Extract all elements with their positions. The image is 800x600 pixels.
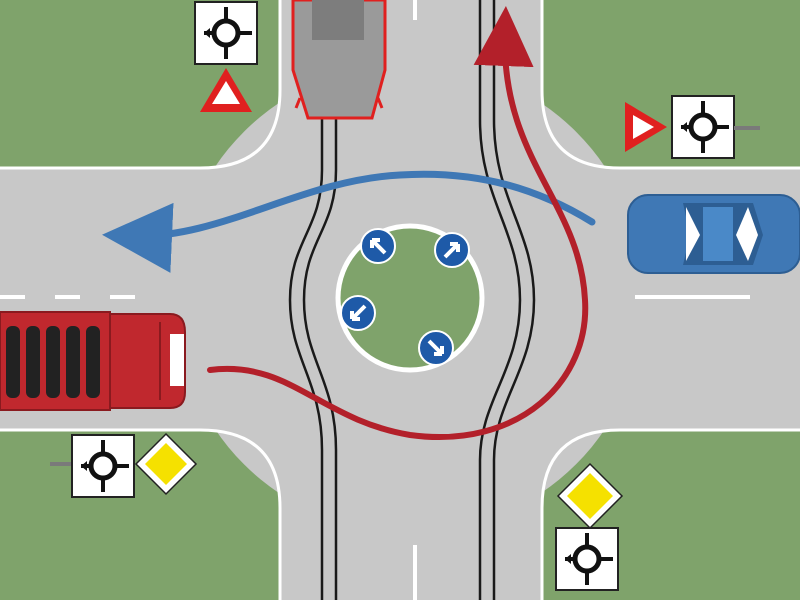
red-truck-path [207,6,589,440]
direction-arrow-icon [360,228,396,264]
tram [291,0,387,120]
roundabout-direction-sign-bottom-left [72,435,134,497]
direction-arrow-icon [340,295,376,331]
direction-arrow-icon [434,232,470,268]
red-truck [0,311,186,411]
give-way-sign-right [625,102,667,152]
give-way-sign-top [200,68,252,112]
priority-road-sign-bottom-right [556,462,624,530]
blue-car [627,194,800,274]
lane-markings [0,0,750,600]
roundabout-direction-sign-right [672,96,734,158]
roundabout-direction-sign-bottom-right [556,528,618,590]
island-direction-signs [340,228,470,366]
direction-arrow-icon [418,330,454,366]
roundabout-direction-sign-top [195,2,257,64]
blue-car-path [102,170,596,273]
priority-road-sign-bottom-left [134,432,198,496]
